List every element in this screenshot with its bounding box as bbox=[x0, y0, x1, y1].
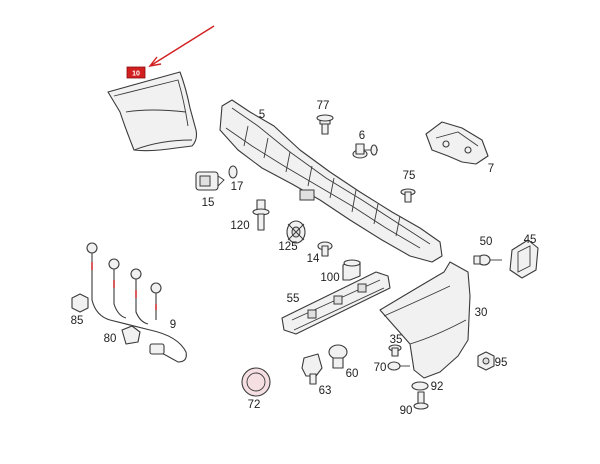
callout-35: 35 bbox=[390, 334, 403, 346]
part-10-left-corner-panel[interactable] bbox=[107, 71, 198, 152]
part-50-bolt[interactable] bbox=[473, 254, 502, 266]
callout-125: 125 bbox=[278, 241, 297, 253]
callout-95: 95 bbox=[495, 357, 508, 369]
part-35-screw[interactable] bbox=[388, 344, 402, 357]
part-55-guide-rail[interactable] bbox=[281, 271, 391, 335]
callout-5: 5 bbox=[259, 109, 265, 121]
part-80-clip[interactable] bbox=[121, 325, 141, 345]
part-15-clip[interactable] bbox=[195, 171, 225, 191]
part-9-wiring-harness[interactable] bbox=[86, 242, 187, 363]
callout-90: 90 bbox=[400, 405, 413, 417]
callout-92: 92 bbox=[431, 381, 444, 393]
part-6-screw[interactable] bbox=[352, 143, 378, 159]
callout-100: 100 bbox=[320, 272, 339, 284]
part-90-bolt[interactable] bbox=[413, 391, 429, 410]
part-72-cap[interactable] bbox=[241, 367, 271, 397]
callout-9: 9 bbox=[170, 319, 176, 331]
part-92-washer[interactable] bbox=[411, 381, 429, 391]
part-60-clip[interactable] bbox=[328, 344, 348, 369]
part-30-right-corner-panel[interactable] bbox=[379, 261, 471, 379]
part-85-clip[interactable] bbox=[71, 293, 89, 313]
callout-17: 17 bbox=[231, 181, 244, 193]
callout-77: 77 bbox=[317, 100, 330, 112]
callout-80: 80 bbox=[104, 333, 117, 345]
part-5-bumper-carrier[interactable] bbox=[219, 99, 443, 263]
callout-6: 6 bbox=[359, 130, 365, 142]
part-7-right-bracket[interactable] bbox=[425, 121, 489, 165]
callout-72: 72 bbox=[248, 399, 261, 411]
callout-30: 30 bbox=[475, 307, 488, 319]
callout-60: 60 bbox=[346, 368, 359, 380]
part-70-screw[interactable] bbox=[387, 361, 410, 371]
part-63-pin[interactable] bbox=[301, 353, 323, 385]
callout-75: 75 bbox=[403, 170, 416, 182]
callout-120: 120 bbox=[230, 220, 249, 232]
part-45-reflector[interactable] bbox=[509, 239, 539, 279]
part-77-bolt[interactable] bbox=[316, 114, 334, 135]
callout-55: 55 bbox=[287, 293, 300, 305]
callout-15: 15 bbox=[202, 197, 215, 209]
part-95-nut[interactable] bbox=[477, 351, 495, 371]
highlight-arrow bbox=[148, 25, 215, 68]
part-75-screw[interactable] bbox=[400, 188, 416, 203]
part-17-nut[interactable] bbox=[228, 165, 238, 179]
part-120-rivet[interactable] bbox=[252, 199, 270, 231]
part-125-grommet[interactable] bbox=[286, 220, 306, 244]
callout-85: 85 bbox=[71, 315, 84, 327]
part-100-spacer[interactable] bbox=[342, 259, 361, 281]
callout-7: 7 bbox=[488, 163, 494, 175]
callout-50: 50 bbox=[480, 236, 493, 248]
callout-70: 70 bbox=[374, 362, 387, 374]
callout-14: 14 bbox=[307, 253, 320, 265]
part-14-push-pin[interactable] bbox=[317, 241, 333, 257]
callout-63: 63 bbox=[319, 385, 332, 397]
badge-label: 10 bbox=[132, 71, 140, 78]
highlight-badge[interactable]: 10 bbox=[126, 66, 146, 79]
callout-45: 45 bbox=[524, 234, 537, 246]
